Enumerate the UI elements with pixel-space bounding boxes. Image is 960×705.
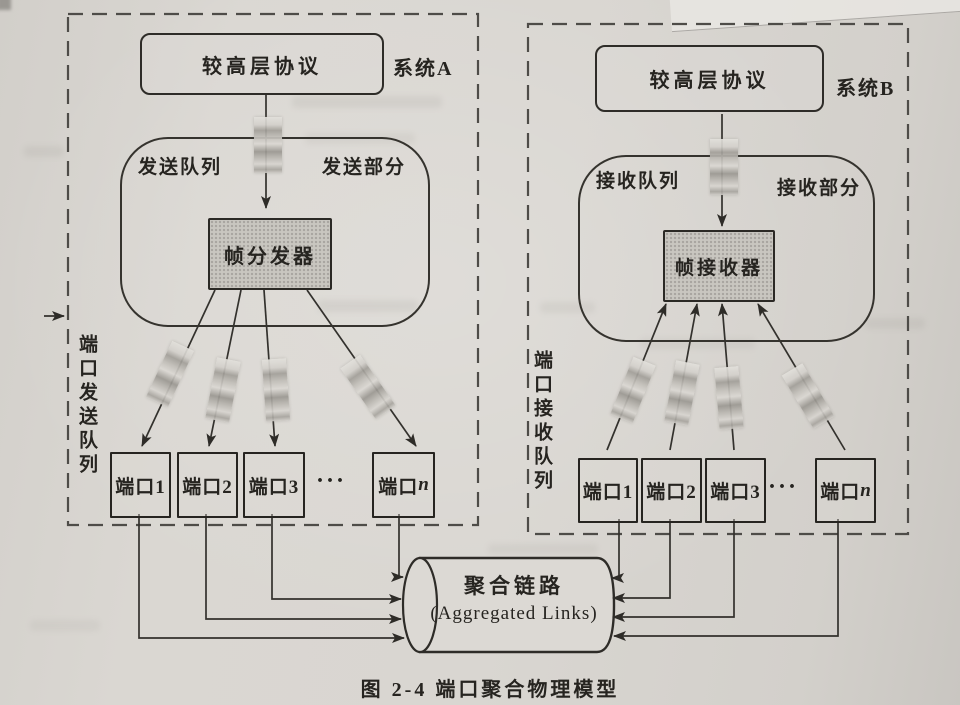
a-upper-protocol-label: 较高层协议 <box>202 55 322 78</box>
b-port-1-label: 端口1 <box>582 482 634 503</box>
aggregated-link-title-en: (Aggregated Links) <box>430 603 598 624</box>
b-port-2: 端口2 <box>641 458 702 523</box>
system-a-label: 系统A <box>393 58 454 80</box>
b-port-n-variable: n <box>860 479 871 501</box>
b-port-ellipsis: ··· <box>768 474 799 500</box>
a-port-queue-3 <box>261 358 291 422</box>
a-port-n-label: 端口 <box>378 476 419 498</box>
page-bleed-through <box>865 318 925 329</box>
a-upper-protocol-box: 较高层协议 <box>140 33 384 95</box>
b-port-2-label: 端口2 <box>646 482 697 503</box>
aggregated-link-title-zh: 聚合链路 <box>464 574 564 598</box>
a-frame-distributor-label: 帧分发器 <box>224 245 316 268</box>
system-b-label: 系统B <box>836 78 896 100</box>
a-port-ellipsis: ··· <box>316 468 347 494</box>
a-port-2-label: 端口2 <box>182 476 233 498</box>
aggregated-link-text: 聚合链路 (Aggregated Links) <box>428 570 600 625</box>
system-a-dashed-frame <box>66 12 480 527</box>
system-b-dashed-frame <box>526 22 910 536</box>
b-top-frame-queue <box>710 139 738 195</box>
b-port-3-label: 端口3 <box>710 482 761 503</box>
a-port-3: 端口3 <box>243 452 305 518</box>
b-port-3: 端口3 <box>705 458 766 523</box>
b-upper-protocol-label: 较高层协议 <box>649 70 770 92</box>
aggregated-link-cylinder <box>401 556 616 654</box>
b-queue-area-label: 接收队列 <box>596 171 681 192</box>
page-bleed-through <box>640 338 755 349</box>
b-upper-protocol-box: 较高层协议 <box>595 45 824 112</box>
a-queue-area-label: 发送队列 <box>138 157 223 178</box>
a-frame-distributor-box: 帧分发器 <box>208 218 332 290</box>
page-bleed-through <box>488 544 598 554</box>
a-port-n-variable: n <box>418 474 429 495</box>
a-port-1-label: 端口1 <box>115 476 166 498</box>
a-top-frame-queue <box>254 117 282 173</box>
a-side-vertical-label: 端口发送队列 <box>76 334 97 478</box>
a-section-label: 发送部分 <box>322 157 407 178</box>
b-frame-receiver-label: 帧接收器 <box>674 257 763 279</box>
a-port-2: 端口2 <box>177 452 238 518</box>
page-bleed-through <box>540 302 595 313</box>
page-bleed-through <box>292 96 442 108</box>
page-bleed-through <box>24 146 64 157</box>
page-bleed-through <box>30 620 100 631</box>
b-frame-receiver-box: 帧接收器 <box>663 230 775 302</box>
b-port-1: 端口1 <box>578 458 638 523</box>
page-corner-mark <box>0 0 11 10</box>
a-port-1: 端口1 <box>110 452 171 518</box>
figure-caption: 图 2-4 端口聚合物理模型 <box>360 679 620 701</box>
a-port-3-label: 端口3 <box>248 476 300 498</box>
b-side-vertical-label: 端口接收队列 <box>531 350 552 494</box>
b-section-label: 接收部分 <box>777 178 862 199</box>
b-port-n-label: 端口 <box>820 482 861 503</box>
